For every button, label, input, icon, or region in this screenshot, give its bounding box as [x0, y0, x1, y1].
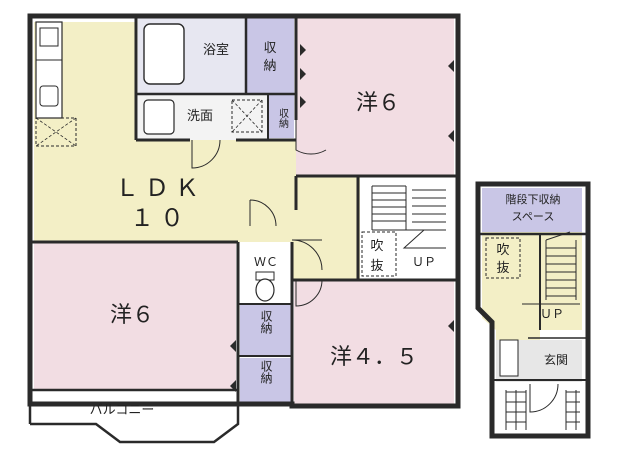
balcony-label: バルコニー: [90, 403, 155, 418]
understair-storage-label-2: スペース: [512, 210, 555, 223]
void-main-label-1: 吹: [370, 239, 383, 254]
storage-d-area: [240, 358, 292, 404]
understair-storage-area: [482, 188, 582, 232]
western-s-label: 洋４．５: [330, 345, 418, 370]
entrance-label: 玄関: [544, 352, 568, 367]
room-fills: [34, 18, 454, 440]
void-main-label-2: 抜: [370, 258, 383, 274]
western-ne-label: 洋６: [356, 91, 400, 116]
ldk-size-label: １０: [130, 204, 190, 232]
western-room-w-area: [34, 242, 236, 390]
ldk-area: [34, 22, 360, 280]
entry-door-swing: [529, 383, 559, 413]
western-room-ne-area: [296, 18, 454, 176]
storage-c-area: [240, 304, 292, 356]
window-marks: [230, 44, 454, 392]
western-w-label: 洋６: [110, 303, 154, 328]
labels: ＬＤＫ １０ 浴室 収 納 収納 収納 洗面 洋６ 洋６ 洋４．５ ＷＣ 収納 …: [90, 41, 568, 418]
storage-d-label: 収納: [259, 360, 273, 384]
kitchen-counter: [35, 21, 77, 147]
washing-machine-space: [231, 99, 263, 133]
toilet-bowl: [255, 271, 275, 302]
storage-c-label: 収納: [259, 310, 273, 334]
western-room-s-area: [294, 280, 454, 404]
main-staircase: [361, 185, 446, 277]
understair-storage-label-1: 階段下収納: [506, 192, 561, 206]
toilet-label: ＷＣ: [254, 255, 278, 269]
void-side-label-1: 吹: [496, 243, 509, 258]
storage-a-area: [246, 18, 294, 94]
entrance-step-area: [496, 382, 582, 430]
entrance-floor: [475, 181, 591, 439]
up-main-label: ＵＰ: [412, 255, 436, 269]
storage-a-label-1: 収: [263, 41, 276, 56]
fridge-space: [35, 117, 77, 147]
up-side-label: ＵＰ: [540, 307, 564, 321]
main-void: [361, 231, 397, 277]
storage-b-area: [268, 94, 294, 138]
void-side-label-2: 抜: [496, 260, 509, 276]
door-swings: [191, 120, 327, 307]
ldk-label: ＬＤＫ: [115, 174, 205, 202]
bathtub: [143, 23, 185, 85]
storage-b-label: 収納: [277, 108, 289, 129]
side-void: [485, 237, 521, 279]
entrance-outer-wall: [475, 181, 591, 439]
storage-a-label-2: 納: [263, 59, 276, 74]
bath-label: 浴室: [203, 42, 229, 58]
walls: [27, 13, 461, 444]
washroom-label: 洗面: [187, 109, 213, 124]
wash-basin: [143, 99, 175, 135]
